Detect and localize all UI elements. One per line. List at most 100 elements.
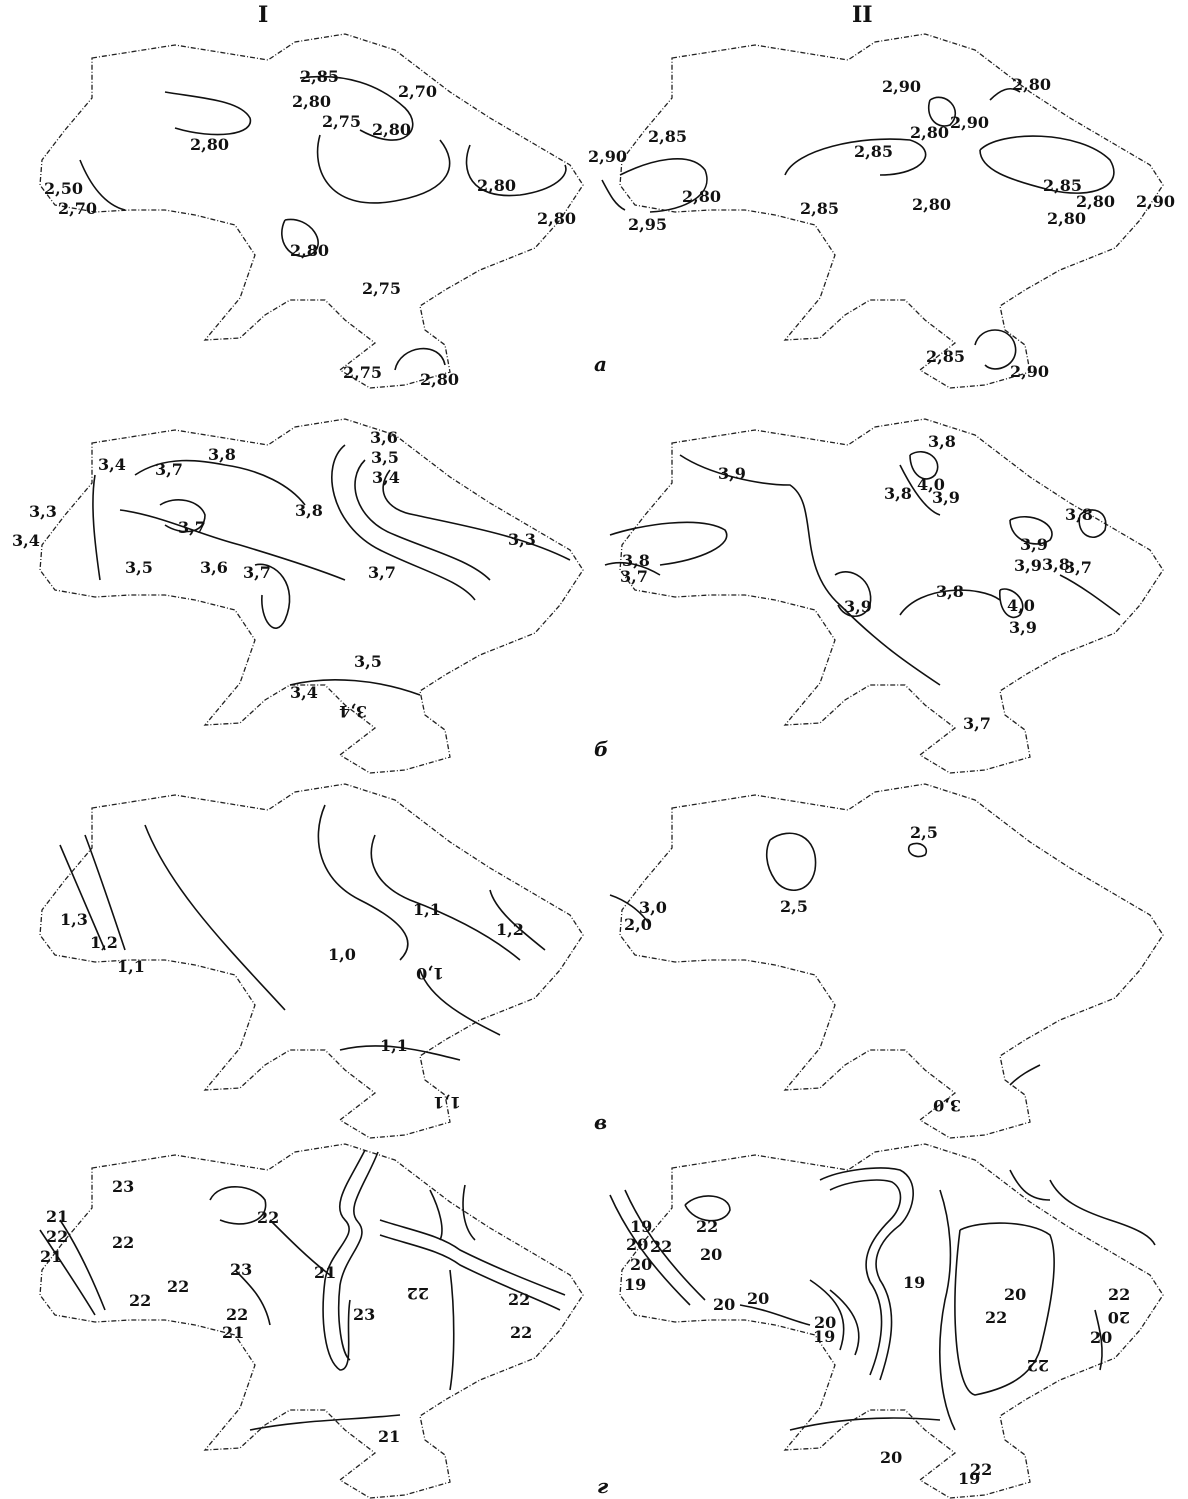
isoline-label: 20 [713, 1295, 735, 1314]
isoline-label: 3,9 [1020, 535, 1048, 554]
isoline-label: 3,8 [884, 484, 912, 503]
isoline [489, 889, 546, 951]
isoline [39, 1229, 96, 1316]
isoline-label: 3,8 [295, 501, 323, 520]
isoline-label: 22 [510, 1323, 532, 1342]
isoline-label: 22 [696, 1217, 718, 1236]
isoline-label: 4,0 [917, 475, 945, 494]
isoline-label: 22 [650, 1237, 672, 1256]
isoline-label: 2,80 [910, 123, 949, 142]
isoline-label: 2,50 [44, 179, 83, 198]
isoline-label: 22 [1108, 1285, 1130, 1304]
isoline-label: 2,70 [398, 82, 437, 101]
isoline [789, 1417, 941, 1431]
isoline [59, 844, 106, 951]
isoline-label: 3,4 [12, 531, 40, 550]
isoline [419, 969, 501, 1036]
isoline-label: 2,90 [950, 113, 989, 132]
isoline [989, 88, 1021, 101]
isoline [979, 135, 1115, 194]
isoline-label: 4,0 [1007, 596, 1035, 615]
isoline [1009, 1064, 1041, 1086]
map-g-I [39, 1143, 584, 1499]
isoline [829, 1289, 860, 1356]
isoline [449, 1269, 455, 1391]
isoline-label: 3,7 [1064, 558, 1092, 577]
map-outline [39, 1143, 584, 1499]
isoline [604, 561, 661, 576]
isoline-label: 20 [1004, 1285, 1026, 1304]
isoline [601, 179, 626, 211]
isoline [59, 1219, 106, 1311]
isoline-label: 2,80 [292, 92, 331, 111]
isoline-label: 1,0 [416, 964, 444, 983]
isoline-label: 3,5 [125, 558, 153, 577]
isoline-label: 2,5 [780, 897, 808, 916]
isoline [684, 1195, 731, 1222]
map-b-I [39, 418, 584, 774]
isoline-label: 3,9 [932, 488, 960, 507]
map-v-I [39, 783, 584, 1139]
isoline-label: 2,80 [537, 209, 576, 228]
isoline-label: 19 [813, 1327, 835, 1346]
isoline-label: 3,5 [354, 652, 382, 671]
row-label-v: в [594, 1110, 608, 1134]
isoline-label: 3,7 [243, 563, 271, 582]
row-label-b: б [594, 737, 609, 761]
isoline-label: 19 [903, 1273, 925, 1292]
isoline [619, 158, 708, 213]
isoline [134, 459, 306, 506]
isoline [462, 1184, 476, 1241]
isoline-label: 3,8 [1065, 505, 1093, 524]
isoline [974, 329, 1017, 370]
isoline [322, 1149, 366, 1371]
isoline-label: 3,6 [370, 428, 398, 447]
isoline-label: 2,80 [477, 176, 516, 195]
isoline-label: 20 [630, 1255, 652, 1274]
isoline-label: 2,85 [648, 127, 687, 146]
isoline [429, 1189, 443, 1241]
isoline-label: 22 [985, 1308, 1007, 1327]
isoline-label: 3,4 [290, 683, 318, 702]
isoline [249, 1414, 401, 1431]
isoline-label: 2,95 [628, 215, 667, 234]
isoline [928, 96, 957, 127]
isoline [281, 218, 319, 258]
isoline-label: 22 [508, 1290, 530, 1309]
isoline [909, 451, 939, 480]
column-header-II: II [852, 2, 873, 28]
isoline-label: 3,3 [508, 530, 536, 549]
isoline-label: 2,90 [1136, 192, 1175, 211]
isoline-label: 22 [129, 1291, 151, 1310]
isoline-label: 3,4 [339, 702, 367, 721]
isoline [939, 1189, 956, 1431]
isoline-label: 1,1 [380, 1036, 408, 1055]
isoline-label: 1,1 [433, 1093, 461, 1112]
isoline-label: 19 [624, 1275, 646, 1294]
isoline-label: 22 [167, 1277, 189, 1296]
isoline [299, 75, 414, 141]
isoline [159, 499, 206, 533]
isoline-label: 3,4 [98, 455, 126, 474]
isoline-label: 20 [747, 1289, 769, 1308]
isoline-label: 2,75 [343, 363, 382, 382]
isoline-label: 3,9 [1009, 618, 1037, 637]
isoline [370, 834, 521, 961]
isoline [339, 1045, 461, 1061]
isoline-label: 1,2 [496, 920, 524, 939]
isoline [907, 842, 928, 858]
isoline-label: 2,85 [1043, 176, 1082, 195]
isoline [1009, 1169, 1051, 1201]
isoline-label: 2,80 [190, 135, 229, 154]
isoline [269, 1219, 331, 1276]
column-header-I: I [258, 2, 269, 28]
isoline-label: 2,85 [800, 199, 839, 218]
map-a-II [601, 33, 1164, 389]
isoline [144, 824, 286, 1011]
isoline [337, 1151, 379, 1361]
isoline [331, 444, 476, 601]
isoline-label: 22 [257, 1208, 279, 1227]
isoline-label: 20 [814, 1313, 836, 1332]
isoline-label: 2,90 [588, 147, 627, 166]
isoline-label: 22 [970, 1460, 992, 1479]
